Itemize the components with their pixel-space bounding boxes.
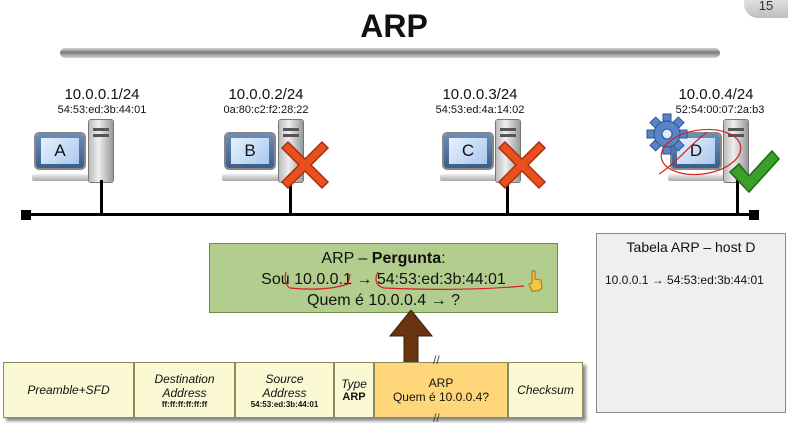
frame-type: Type ARP (334, 362, 374, 418)
upward-arrow (388, 310, 434, 382)
host-b-link (289, 180, 292, 216)
source-label: Source Address (262, 371, 307, 400)
payload-break-mark: // (433, 353, 440, 367)
host-c-x-icon (497, 140, 547, 190)
annotation-circle (658, 128, 742, 176)
frame-payload: // ARP Quem é 10.0.0.4? // (374, 353, 508, 425)
host-d-link (736, 180, 739, 216)
question-colon: : (441, 250, 446, 267)
host-b-computer-icon: B (222, 134, 280, 181)
title-underline (60, 48, 720, 58)
host-b-x-icon (280, 140, 330, 190)
page-number: 15 (744, 0, 788, 18)
host-a-tower-icon (89, 120, 113, 182)
cursor-hand-icon (528, 270, 543, 292)
host-b-label: B (231, 138, 269, 164)
arp-table-panel: Tabela ARP – host D 10.0.0.1 → 54:53:ed:… (596, 233, 786, 413)
arp-table-entry: 10.0.0.1 → 54:53:ed:3b:44:01 (605, 273, 764, 287)
host-c-ip: 10.0.0.3/24 (442, 86, 518, 103)
slide-title: ARP (360, 8, 428, 44)
source-value: 54:53:ed:3b:44:01 (250, 399, 319, 409)
frame-source: Source Address 54:53:ed:3b:44:01 (235, 362, 334, 418)
sender-arrow: → (351, 271, 377, 288)
host-a-mac: 54:53:ed:3b:44:01 (57, 104, 147, 116)
frame-destination: Destination Address ff:ff:ff:ff:ff:ff (134, 362, 235, 418)
preamble-label: Preamble+SFD (27, 383, 110, 397)
destination-label: Destination Address (154, 371, 215, 400)
frame-checksum: Checksum (508, 362, 583, 418)
annotation-underline (284, 271, 525, 290)
host-d-label: D (677, 138, 715, 164)
bus-end-right (749, 210, 759, 220)
frame-preamble: Preamble+SFD (3, 362, 134, 418)
payload-break-mark-bottom: // (433, 411, 440, 425)
question-line-3: Quem é 10.0.0.4 → ? (307, 292, 460, 309)
host-d-check-icon (728, 149, 781, 194)
host-a-computer-icon: A (32, 134, 90, 181)
host-d-ip: 10.0.0.4/24 (678, 86, 754, 103)
bus-end-left (21, 210, 31, 220)
host-c-link (506, 180, 509, 216)
question-keyword: Pergunta (371, 250, 442, 267)
question-line-1: ARP – Pergunta: (210, 248, 557, 269)
payload-label: ARP (428, 376, 454, 390)
arp-table-title: Tabela ARP – host D (626, 239, 756, 255)
host-c-label: C (449, 138, 487, 164)
ethernet-frame: Preamble+SFD Destination Address ff:ff:f… (3, 353, 583, 425)
sender-mac: 54:53:ed:3b:44:01 (376, 271, 506, 288)
host-a-ip: 10.0.0.1/24 (64, 86, 140, 103)
checksum-label: Checksum (517, 383, 574, 397)
host-c-mac: 54:53:ed:4a:14:02 (435, 104, 525, 116)
arp-question-box: ARP – Pergunta: Sou 10.0.0.1 → 54:53:ed:… (209, 243, 558, 313)
sender-prefix: Sou (261, 271, 295, 288)
sender-ip: 10.0.0.1 (294, 271, 352, 288)
type-label: Type (341, 377, 367, 391)
host-a-link (100, 180, 103, 216)
destination-value: ff:ff:ff:ff:ff:ff (161, 399, 208, 409)
payload-value: Quem é 10.0.0.4? (392, 390, 490, 404)
question-prefix: ARP – (321, 250, 372, 267)
question-line-2: Sou 10.0.0.1 → 54:53:ed:3b:44:01 (210, 269, 557, 290)
host-b-mac: 0a:80:c2:f2:28:22 (223, 104, 309, 116)
host-d-computer-icon: D (668, 134, 726, 181)
host-a-label: A (41, 138, 79, 164)
type-value: ARP (342, 391, 366, 403)
host-c-computer-icon: C (440, 134, 498, 181)
host-d-mac: 52:54:00:07:2a:b3 (675, 104, 765, 116)
host-b-ip: 10.0.0.2/24 (228, 86, 304, 103)
network-bus (25, 213, 757, 216)
